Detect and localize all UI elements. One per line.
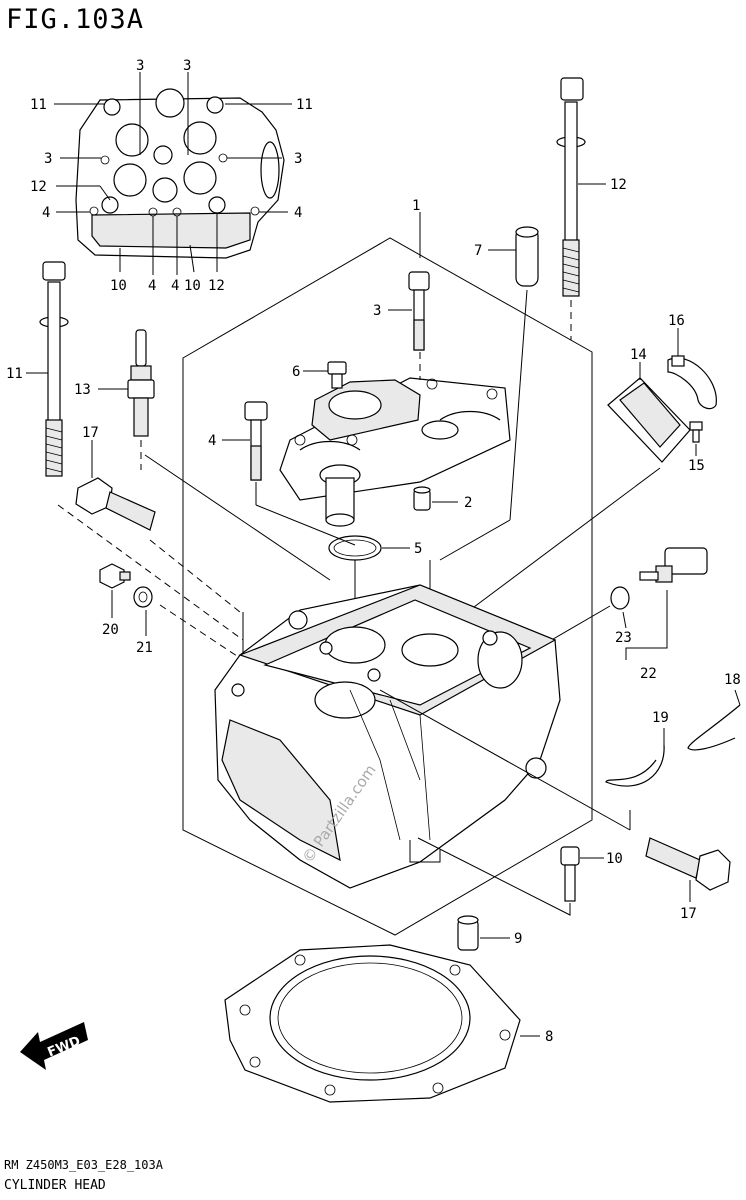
- callout-7: 7: [474, 243, 482, 259]
- figure-caption: CYLINDER HEAD: [4, 1178, 106, 1193]
- camshaft-holder: [279, 377, 511, 527]
- callout-inset-10-b: 10: [184, 278, 201, 294]
- head-gasket-8: [224, 944, 540, 1103]
- callout-5: 5: [414, 541, 422, 557]
- forward-direction-arrow: FWD: [20, 1022, 88, 1070]
- callout-inset-3-right: 3: [294, 151, 302, 167]
- intake-pipe-14: [469, 362, 691, 611]
- callout-inset-12-left: 12: [30, 179, 47, 195]
- callout-17-right: 17: [680, 906, 697, 922]
- callout-inset-10-a: 10: [110, 278, 127, 294]
- callout-1: 1: [412, 198, 420, 214]
- inset-head-top-view: [54, 72, 292, 275]
- o-ring-5: [328, 535, 410, 561]
- long-bolt-12: [556, 77, 606, 340]
- callout-inset-3-top-b: 3: [183, 58, 191, 74]
- callout-18: 18: [724, 672, 741, 688]
- bolt-20: [99, 563, 131, 618]
- bolt-17-right: [645, 837, 731, 902]
- bolt-17-left: [75, 440, 156, 531]
- screw-15: [689, 421, 703, 456]
- callout-inset-4-right: 4: [294, 205, 302, 221]
- callout-21: 21: [136, 640, 153, 656]
- callout-inset-11-left: 11: [30, 97, 47, 113]
- spark-plug-13: [98, 329, 155, 470]
- figure-code: RM Z450M3_E03_E28_103A: [4, 1158, 163, 1172]
- temperature-sensor-22: [547, 547, 708, 660]
- bolt-6: [303, 361, 347, 389]
- callout-inset-4-bottom-a: 4: [148, 278, 156, 294]
- callout-12: 12: [610, 177, 627, 193]
- callout-14: 14: [630, 347, 647, 363]
- long-bolt-11: [26, 261, 69, 477]
- callout-19: 19: [652, 710, 669, 726]
- callout-inset-4-left: 4: [42, 205, 50, 221]
- callout-inset-11-right: 11: [296, 97, 313, 113]
- callout-8: 8: [545, 1029, 553, 1045]
- callout-9: 9: [514, 931, 522, 947]
- clip-19: [605, 728, 665, 787]
- bolt-10: [417, 837, 604, 916]
- callout-13: 13: [74, 382, 91, 398]
- callout-inset-4-bottom-b: 4: [171, 278, 179, 294]
- bolt-4: [222, 401, 268, 505]
- callout-6: 6: [292, 364, 300, 380]
- callout-10: 10: [606, 851, 623, 867]
- clip-18: [687, 689, 741, 751]
- callout-inset-12-bottom: 12: [208, 278, 225, 294]
- bolt-3: [388, 271, 430, 380]
- part-7: [488, 226, 539, 521]
- washer-21: [133, 586, 153, 636]
- callout-20: 20: [102, 622, 119, 638]
- cylinder-head: [214, 584, 631, 889]
- callout-23: 23: [615, 630, 632, 646]
- dowel-pin-9: [457, 915, 510, 951]
- figure-title: FIG.103A: [6, 4, 145, 35]
- callout-3: 3: [373, 303, 381, 319]
- callout-4: 4: [208, 433, 216, 449]
- assembly-outline: [182, 237, 593, 936]
- callout-inset-3-left: 3: [44, 151, 52, 167]
- callout-22: 22: [640, 666, 657, 682]
- callout-11: 11: [6, 366, 23, 382]
- clamp-16: [667, 328, 717, 410]
- callout-2: 2: [464, 495, 472, 511]
- callout-inset-3-top-a: 3: [136, 58, 144, 74]
- callout-15: 15: [688, 458, 705, 474]
- callout-17-left: 17: [82, 425, 99, 441]
- callout-16: 16: [668, 313, 685, 329]
- dowel-pin-2: [413, 486, 458, 511]
